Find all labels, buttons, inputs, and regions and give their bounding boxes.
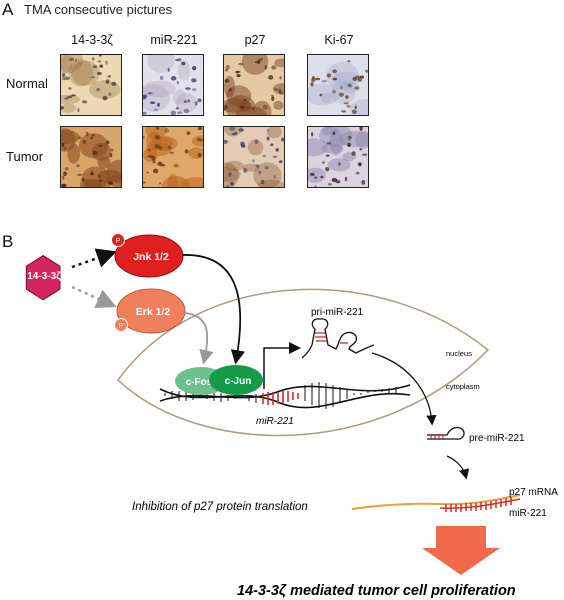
transcription-start-arrow xyxy=(263,342,301,389)
pre-mir-221-stem-marks xyxy=(430,434,444,440)
cjun-label: c-Jun xyxy=(225,376,252,387)
mir-221-binding-marks xyxy=(445,497,512,512)
column-label-14-3-3: 14-3-3ζ xyxy=(71,33,113,47)
nucleus-boundary xyxy=(117,288,490,437)
tma-image-tumor-p27 xyxy=(223,126,285,188)
nucleus-label: nucleus xyxy=(446,349,472,358)
jnk-phospho-label: P xyxy=(116,238,121,245)
gene-label-mir-221: miR-221 xyxy=(256,416,294,427)
pre-mir-221-hairpin xyxy=(427,426,465,440)
panel-a-letter: A xyxy=(2,0,14,19)
cfos-label: c-Fos xyxy=(186,377,213,388)
jnk-phospho-badge xyxy=(111,233,125,247)
dna-rungs-right xyxy=(304,382,397,409)
erk-label: Erk 1/2 xyxy=(136,306,171,318)
erk-ellipse xyxy=(116,288,186,334)
mir-221-bound-label: miR-221 xyxy=(509,508,547,519)
pri-mir-221-stem-marks xyxy=(315,332,348,344)
jnk-label: Jnk 1/2 xyxy=(133,251,169,263)
cytoplasm-label: cytoplasm xyxy=(446,382,480,391)
protein-14-3-3-hexagon xyxy=(25,255,61,301)
dna-strand-top xyxy=(159,384,411,402)
jnk-ellipse xyxy=(114,234,184,278)
row-label-tumor: Tumor xyxy=(6,149,44,164)
cjun-ellipse xyxy=(209,365,263,395)
column-label-p27: p27 xyxy=(244,33,266,47)
mir-221-gene-segment xyxy=(262,391,299,405)
panel-a-title: TMA consecutive pictures xyxy=(24,2,173,17)
arrow-erk-to-cfos xyxy=(183,312,214,365)
erk-phospho-label: P xyxy=(119,323,124,330)
pre-mir-221-label: pre-miR-221 xyxy=(469,433,525,444)
tma-image-normal-14-3-3 xyxy=(60,54,122,116)
erk-phospho-badge xyxy=(114,318,128,332)
p27-mrna-strand xyxy=(351,494,521,510)
dna-rungs xyxy=(164,391,257,403)
pri-mir-221-hairpins xyxy=(301,318,375,359)
tma-image-tumor-mir-221 xyxy=(142,126,204,188)
inhibition-caption: Inhibition of p27 protein translation xyxy=(132,501,308,513)
tma-image-normal-p27 xyxy=(223,54,285,116)
arrow-hub-to-erk xyxy=(71,285,117,308)
tma-image-tumor-14-3-3 xyxy=(60,126,122,188)
tma-image-normal-mir-221 xyxy=(142,54,204,116)
signaling-pathway-diagram: nucleus cytoplasm 14-3-3ζ Jnk 1/2 P Erk … xyxy=(25,233,558,599)
arrow-pre-to-mature xyxy=(446,455,470,480)
column-label-mir-221: miR-221 xyxy=(150,33,198,47)
tma-image-tumor-ki-67 xyxy=(307,126,369,188)
arrow-nuclear-export xyxy=(371,352,437,426)
arrow-hub-to-jnk xyxy=(71,248,117,269)
pri-mir-221-label: pri-miR-221 xyxy=(311,307,364,318)
protein-14-3-3-label: 14-3-3ζ xyxy=(27,271,61,282)
tma-image-normal-ki-67 xyxy=(307,54,369,116)
row-label-normal: Normal xyxy=(6,76,48,91)
outcome-arrow xyxy=(422,526,500,575)
dna-strand-bottom xyxy=(159,388,411,409)
column-label-ki-67: Ki-67 xyxy=(324,33,354,47)
panel-b-letter: B xyxy=(2,232,14,251)
p27-mrna-label: p27 mRNA xyxy=(509,487,558,498)
arrow-jnk-to-cjun xyxy=(181,254,246,365)
outcome-statement: 14-3-3ζ mediated tumor cell proliferatio… xyxy=(237,583,516,599)
